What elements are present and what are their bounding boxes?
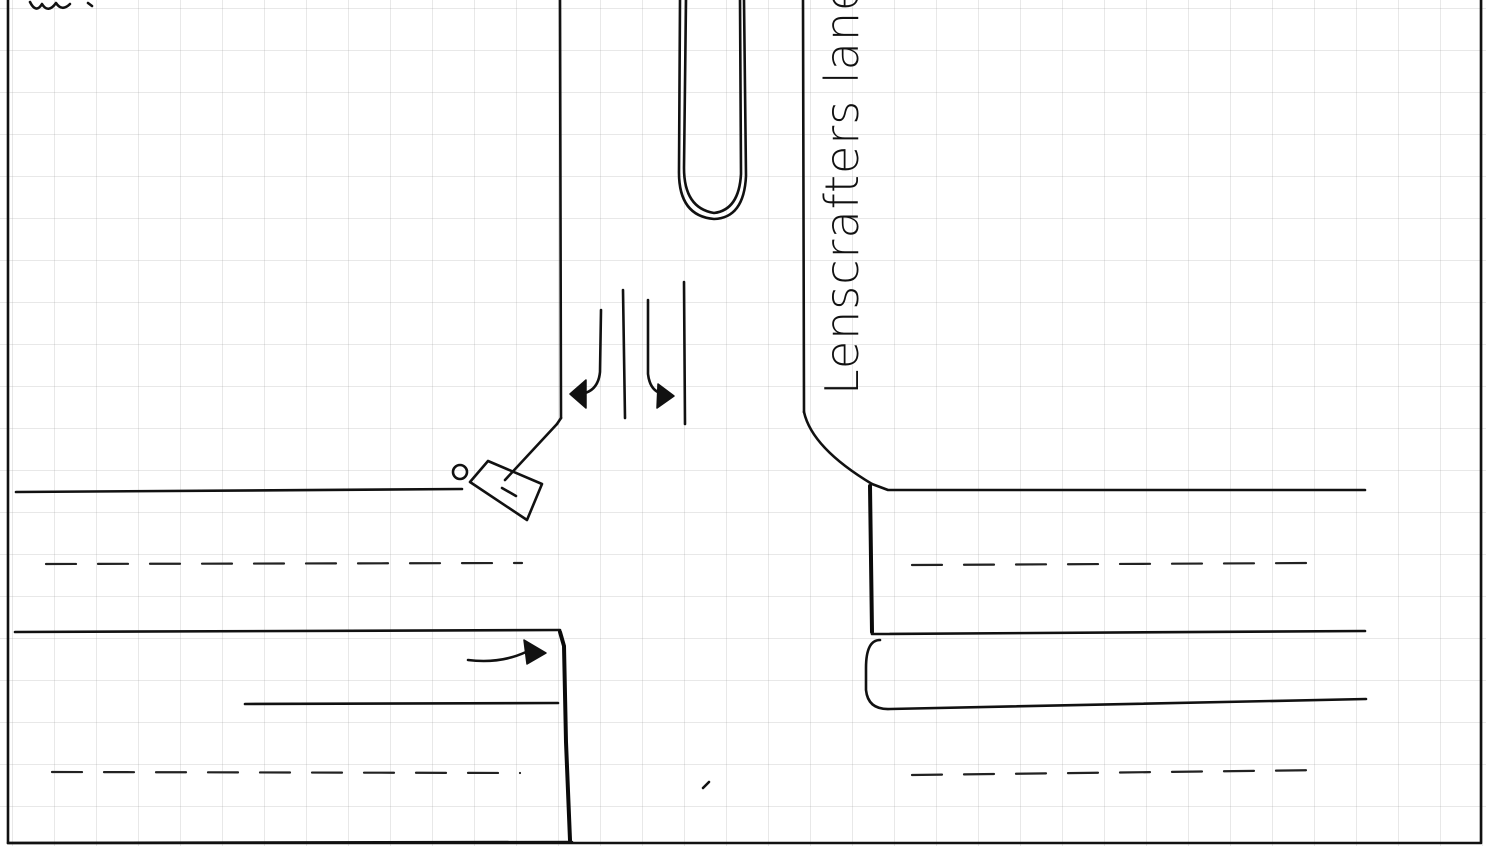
south-road-bottom-edge bbox=[6, 840, 574, 845]
street-name-label: Lenscrafters lane bbox=[815, 0, 869, 395]
east-road-center-dash-upper bbox=[910, 561, 1314, 567]
north-east-corner bbox=[802, 410, 874, 486]
west-curve-arrowhead bbox=[523, 639, 547, 665]
west-road-south-edge bbox=[13, 628, 562, 634]
north-road-left-edge bbox=[558, 0, 563, 420]
east-road-west-curb bbox=[868, 484, 874, 634]
south-west-curb bbox=[558, 630, 572, 842]
median-island bbox=[677, 0, 748, 221]
traffic-light-housing bbox=[468, 459, 544, 522]
traffic-light-bulb bbox=[451, 463, 469, 481]
east-road-south-edge bbox=[870, 629, 1367, 636]
traffic-light-lens-bar bbox=[500, 486, 518, 498]
north-road-right-edge bbox=[801, 0, 806, 414]
right-turn-arrowhead bbox=[656, 383, 675, 409]
right-turn-arrow bbox=[646, 298, 666, 396]
left-turn-arrow bbox=[578, 308, 603, 396]
west-curve-arrow bbox=[466, 650, 528, 663]
median-island-inner-stroke bbox=[682, 0, 743, 215]
lane-divider-left bbox=[621, 288, 627, 420]
lane-divider-right bbox=[682, 280, 687, 426]
left-turn-arrowhead bbox=[569, 379, 587, 409]
west-road-north-edge bbox=[14, 487, 464, 494]
west-road-center-dash-upper bbox=[44, 561, 524, 566]
east-road-north-edge bbox=[870, 482, 1367, 492]
stray-mark bbox=[701, 780, 711, 790]
west-road-center-dash-lower bbox=[50, 770, 522, 775]
west-road-inner-lane-line bbox=[243, 701, 560, 706]
east-road-island-outline bbox=[864, 638, 1368, 711]
east-road-center-dash-lower bbox=[910, 768, 1329, 777]
top-scribble bbox=[28, 0, 94, 11]
